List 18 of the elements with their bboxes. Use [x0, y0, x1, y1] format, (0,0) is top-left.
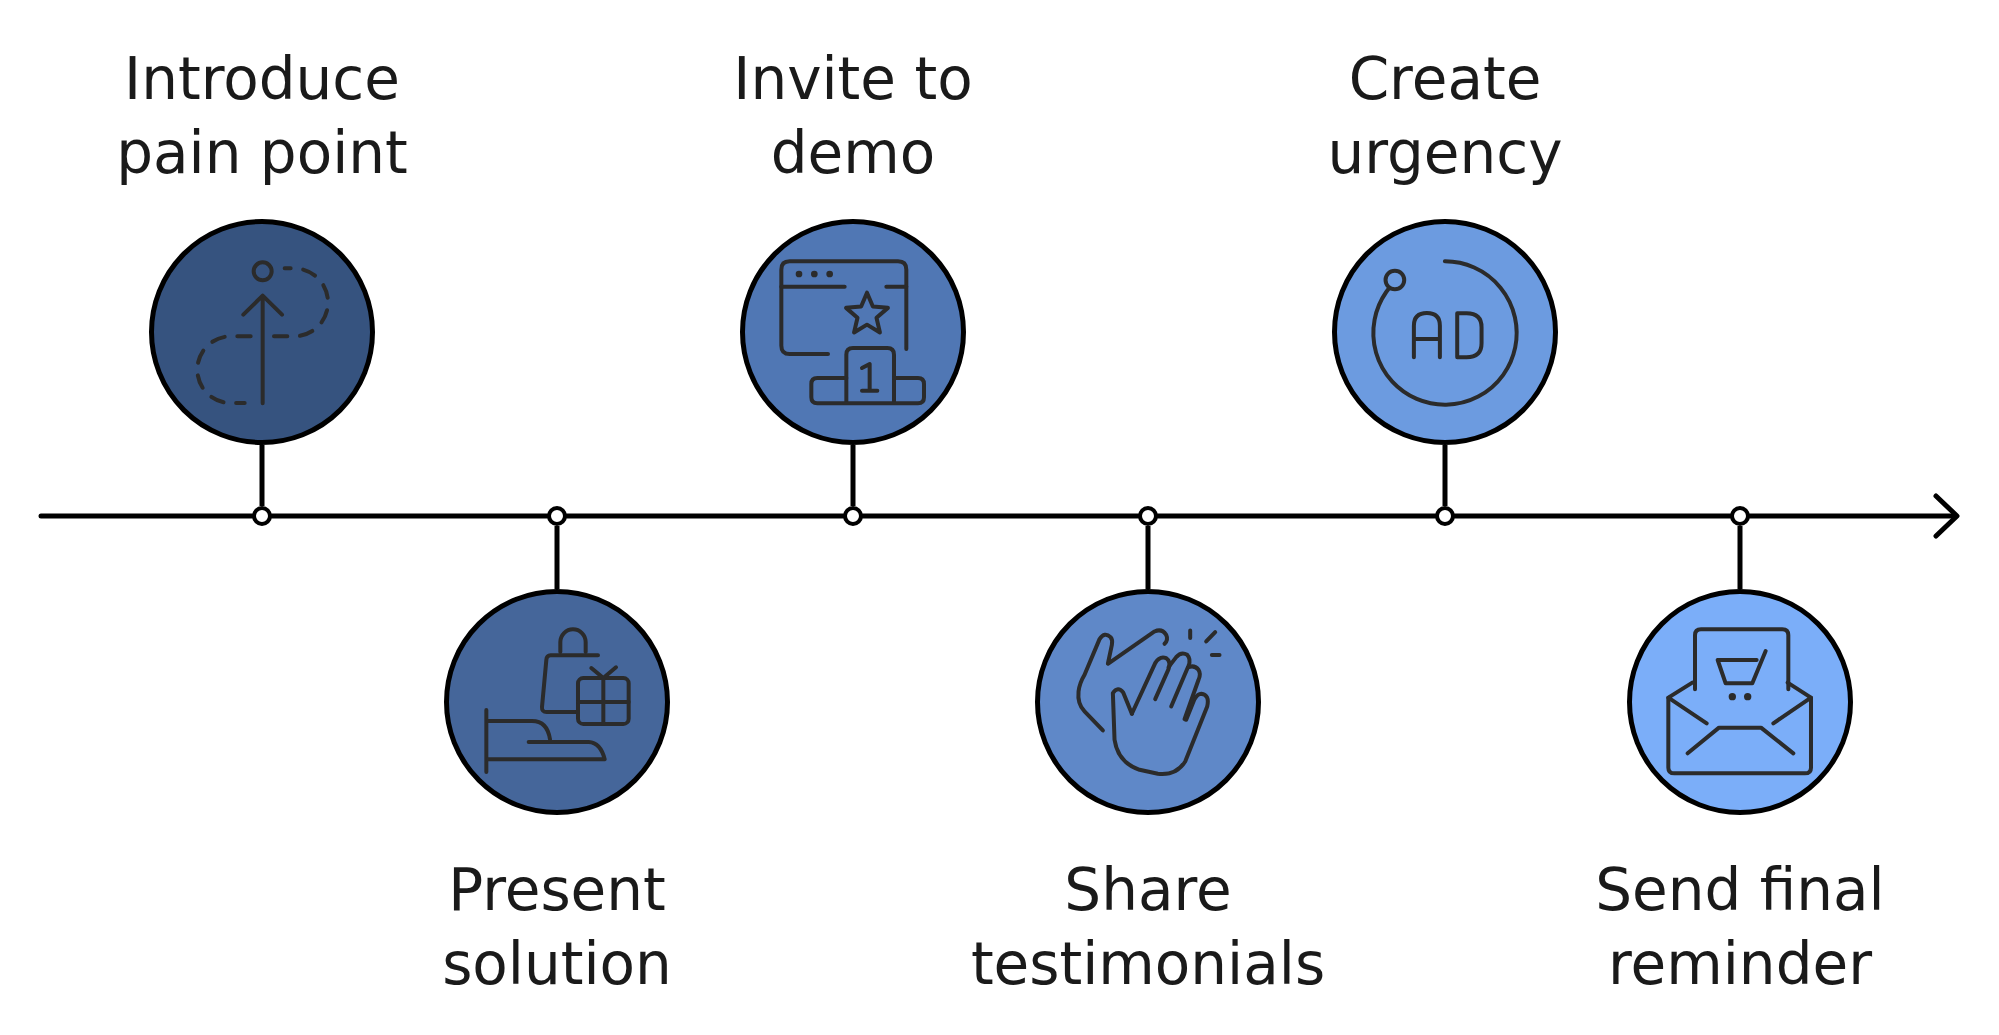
step-label: Invite to demo [732, 44, 974, 189]
timeline-dot [1435, 506, 1455, 526]
connector-line [1737, 526, 1743, 589]
timeline-dot [843, 506, 863, 526]
connector-line [850, 445, 856, 506]
step-label: Send final reminder [1594, 855, 1886, 1000]
step-label: Share testimonials [969, 855, 1327, 1000]
step-label: Present solution [441, 855, 673, 1000]
timeline-dot [252, 506, 272, 526]
connector-line [1442, 445, 1448, 506]
connector-line [1145, 526, 1151, 589]
timeline-dot [1138, 506, 1158, 526]
step-label: Create urgency [1326, 44, 1564, 189]
connector-line [554, 526, 560, 589]
connector-line [259, 445, 265, 506]
timeline-dot [547, 506, 567, 526]
timeline-dot [1730, 506, 1750, 526]
step-label: Introduce pain point [115, 44, 409, 189]
